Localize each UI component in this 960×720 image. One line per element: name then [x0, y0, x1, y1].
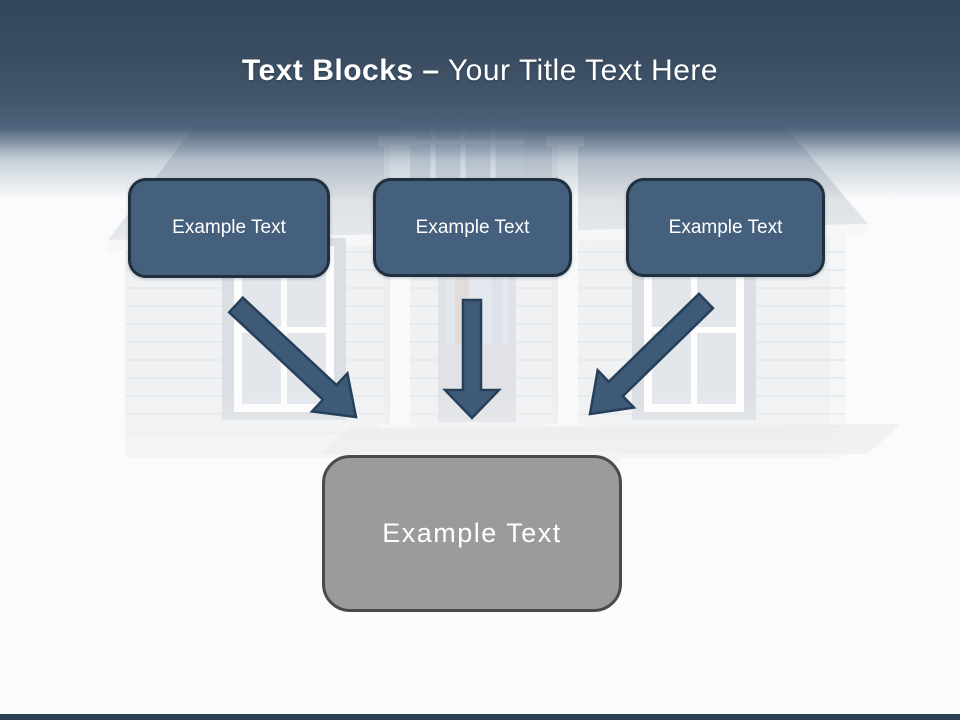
arrow-down-left-icon [588, 292, 715, 416]
text-block-1-label: Example Text [172, 217, 286, 238]
arrow-down-right-icon [227, 295, 358, 419]
bottom-accent-bar [0, 714, 960, 720]
page-title-bold: Text Blocks – [241, 54, 440, 87]
result-block[interactable]: Example Text [322, 455, 622, 612]
text-block-2[interactable]: Example Text [373, 178, 572, 277]
result-block-label: Example Text [382, 518, 562, 548]
title-bar: Text Blocks – Your Title Text Here [0, 0, 960, 200]
arrow-down-icon [442, 298, 502, 420]
text-block-3-label: Example Text [668, 216, 783, 238]
page-title: Text Blocks – Your Title Text Here [0, 0, 960, 88]
text-block-1[interactable]: Example Text [128, 178, 330, 278]
page-title-regular: Your Title Text Here [439, 54, 719, 87]
text-block-3[interactable]: Example Text [626, 178, 825, 277]
text-block-2-label: Example Text [415, 216, 530, 238]
